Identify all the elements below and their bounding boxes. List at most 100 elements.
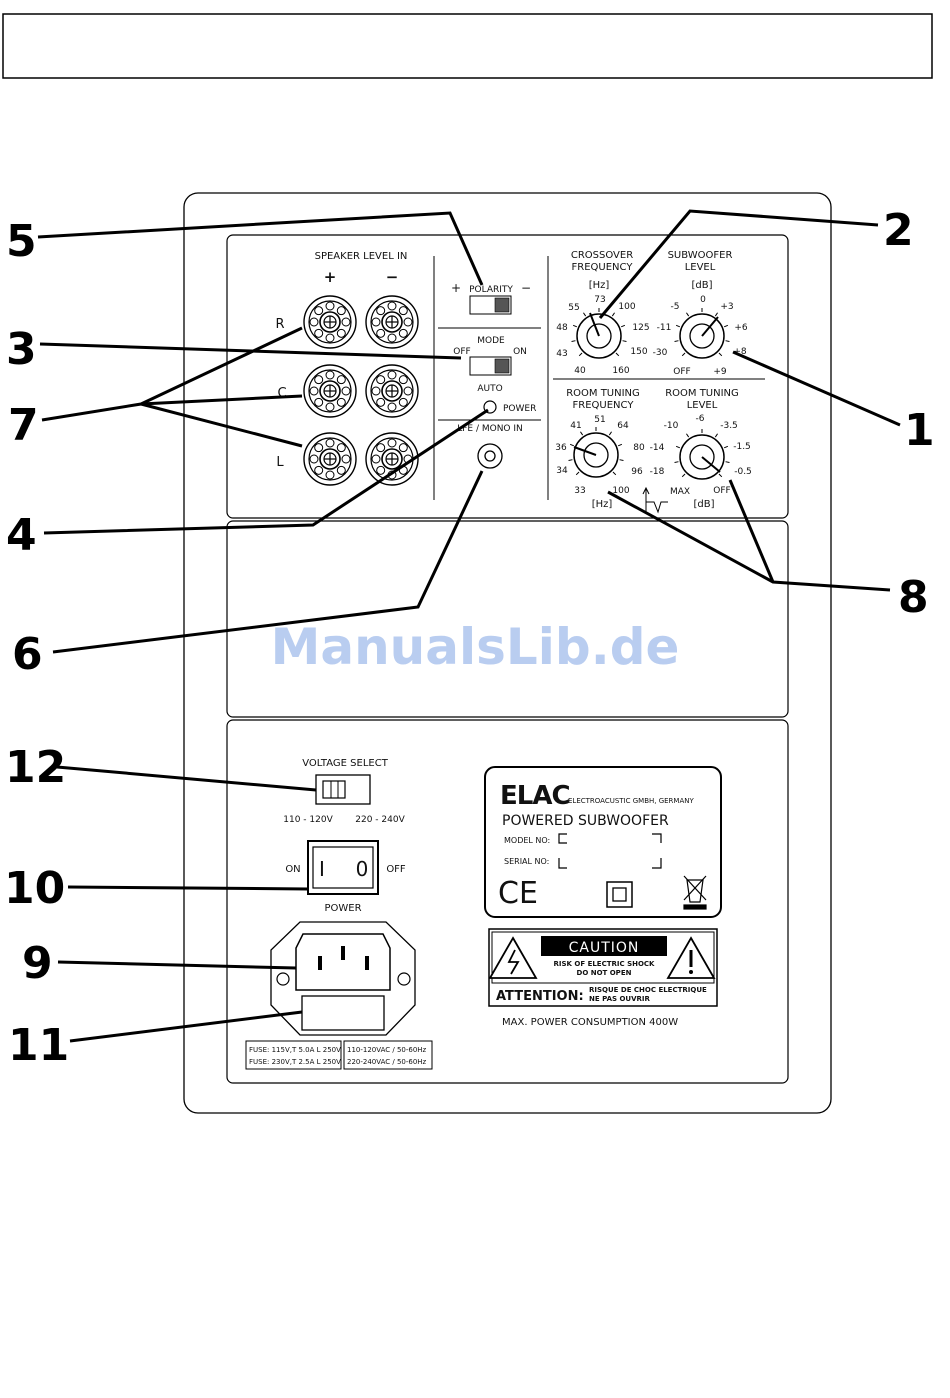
crossover-tick-40: 40 [574,366,586,376]
roomlevel-tick-m05: -0.5 [734,467,752,477]
speaker-terminals[interactable] [303,295,419,486]
knob-tick [569,443,575,447]
knob-tick [578,352,583,357]
knob-tick [675,445,681,449]
sublevel-tick-p8: +8 [733,347,747,357]
sublevel-tick-m11: -11 [657,323,672,333]
leader-6 [52,470,484,654]
callout-9: 9 [22,938,53,989]
lightning-warning-icon [488,936,538,979]
crossover-frequency-knob[interactable] [576,312,622,359]
knob-tick [714,312,718,317]
speaker-level-title: SPEAKER LEVEL IN [315,251,408,262]
leader-8b [728,479,775,583]
roomfreq-tick-100: 100 [612,486,629,496]
callout-3: 3 [6,324,37,375]
mode-off-label: OFF [453,347,470,357]
knob-tick [686,433,690,438]
room-tuning-level-knob[interactable] [679,434,725,480]
crossover-tick-48: 48 [556,323,568,333]
leader-1 [732,350,901,427]
polarity-switch[interactable] [469,295,512,315]
caution-title-bar [541,936,667,956]
watermark: ManualsLib.de [271,618,680,676]
roomlevel-tick-m6: -6 [696,414,705,424]
mode-switch[interactable] [469,356,512,376]
crossover-tick-150: 150 [630,347,647,357]
power-title: POWER [324,903,361,914]
polarity-minus-label: − [521,281,531,295]
roomfreq-tick-51: 51 [594,415,605,425]
binding-post-l-plus[interactable] [303,432,357,486]
fuse-holder[interactable] [301,995,385,1031]
room-tuning-frequency-knob[interactable] [573,432,619,478]
model-no-label: MODEL NO: [504,836,550,845]
crossover-tick-73: 73 [594,295,605,305]
mode-auto-label: AUTO [477,384,502,394]
callout-leaders [37,209,901,1043]
crossover-tick-55: 55 [568,303,579,313]
callout-12: 12 [5,742,66,793]
callout-2: 2 [883,205,914,256]
knob-tick [681,473,686,478]
speaker-l-label: L [276,455,284,470]
attention-label: ATTENTION: [496,989,584,1004]
knob-tick [686,312,690,317]
mode-label: MODE [477,336,505,346]
roomfreq-tick-64: 64 [617,421,629,431]
leader-2 [598,209,879,319]
roomfreq-unit: [Hz] [592,499,613,510]
roomlevel-tick-m10: -10 [664,421,679,431]
knob-tick [681,352,686,357]
knob-tick [571,340,576,342]
binding-post-c-minus[interactable] [365,364,419,418]
roomfreq-tick-41: 41 [570,421,581,431]
caution-line-2: DO NOT OPEN [577,969,632,977]
knob-tick-marks [568,308,730,478]
knob-tick [612,471,617,476]
lower-power-panel [226,719,789,1084]
power-switch-o: 0 [356,857,369,881]
roomlevel-tick-max: MAX [670,487,690,497]
subwoofer-level-knob[interactable] [679,313,725,359]
voltage-select-switch[interactable] [315,774,371,805]
power-on-label: ON [285,864,300,875]
binding-post-l-minus[interactable] [365,432,419,486]
sublevel-tick-p9: +9 [713,367,727,377]
roomlevel-unit: [dB] [693,499,714,510]
binding-post-r-minus[interactable] [365,295,419,349]
knob-tick [620,324,626,328]
leader-5 [37,211,484,286]
company-name: ELECTROACUSTIC GMBH, GERMANY [568,797,694,805]
binding-post-c-plus[interactable] [303,364,357,418]
leader-8a [607,490,891,592]
crossover-tick-43: 43 [556,349,567,359]
lfe-input-jack[interactable] [477,443,503,469]
speaker-plus-label: + [324,268,337,286]
power-switch[interactable] [307,840,379,895]
voltage-220-text: 220-240VAC / 50-60Hz [347,1058,427,1066]
knob-tick [718,473,723,478]
sublevel-title-1: SUBWOOFER [668,250,733,261]
leader-9 [57,960,297,970]
rear-panel-outline [183,192,832,1114]
roomlevel-tick-m18: -18 [650,467,665,477]
voltage-110-text: 110-120VAC / 50-60Hz [347,1046,427,1054]
callout-11: 11 [8,1020,69,1071]
product-name: POWERED SUBWOOFER [502,813,669,829]
binding-post-r-plus[interactable] [303,295,357,349]
knob-tick [675,324,681,328]
voltage-select-title: VOLTAGE SELECT [302,758,389,769]
knob-tick [583,312,587,317]
double-insulation-icon [606,881,633,908]
middle-panel [226,520,789,718]
lfe-label: LFE / MONO IN [457,424,523,434]
callout-10: 10 [4,863,65,914]
ce-mark: CE [498,876,538,911]
roomfreq-title-2: FREQUENCY [573,400,635,411]
sublevel-tick-off: OFF [673,367,690,377]
attention-fr-2: NE PAS OUVRIR [589,995,651,1003]
sublevel-unit: [dB] [691,280,712,291]
leader-11 [69,1010,303,1043]
